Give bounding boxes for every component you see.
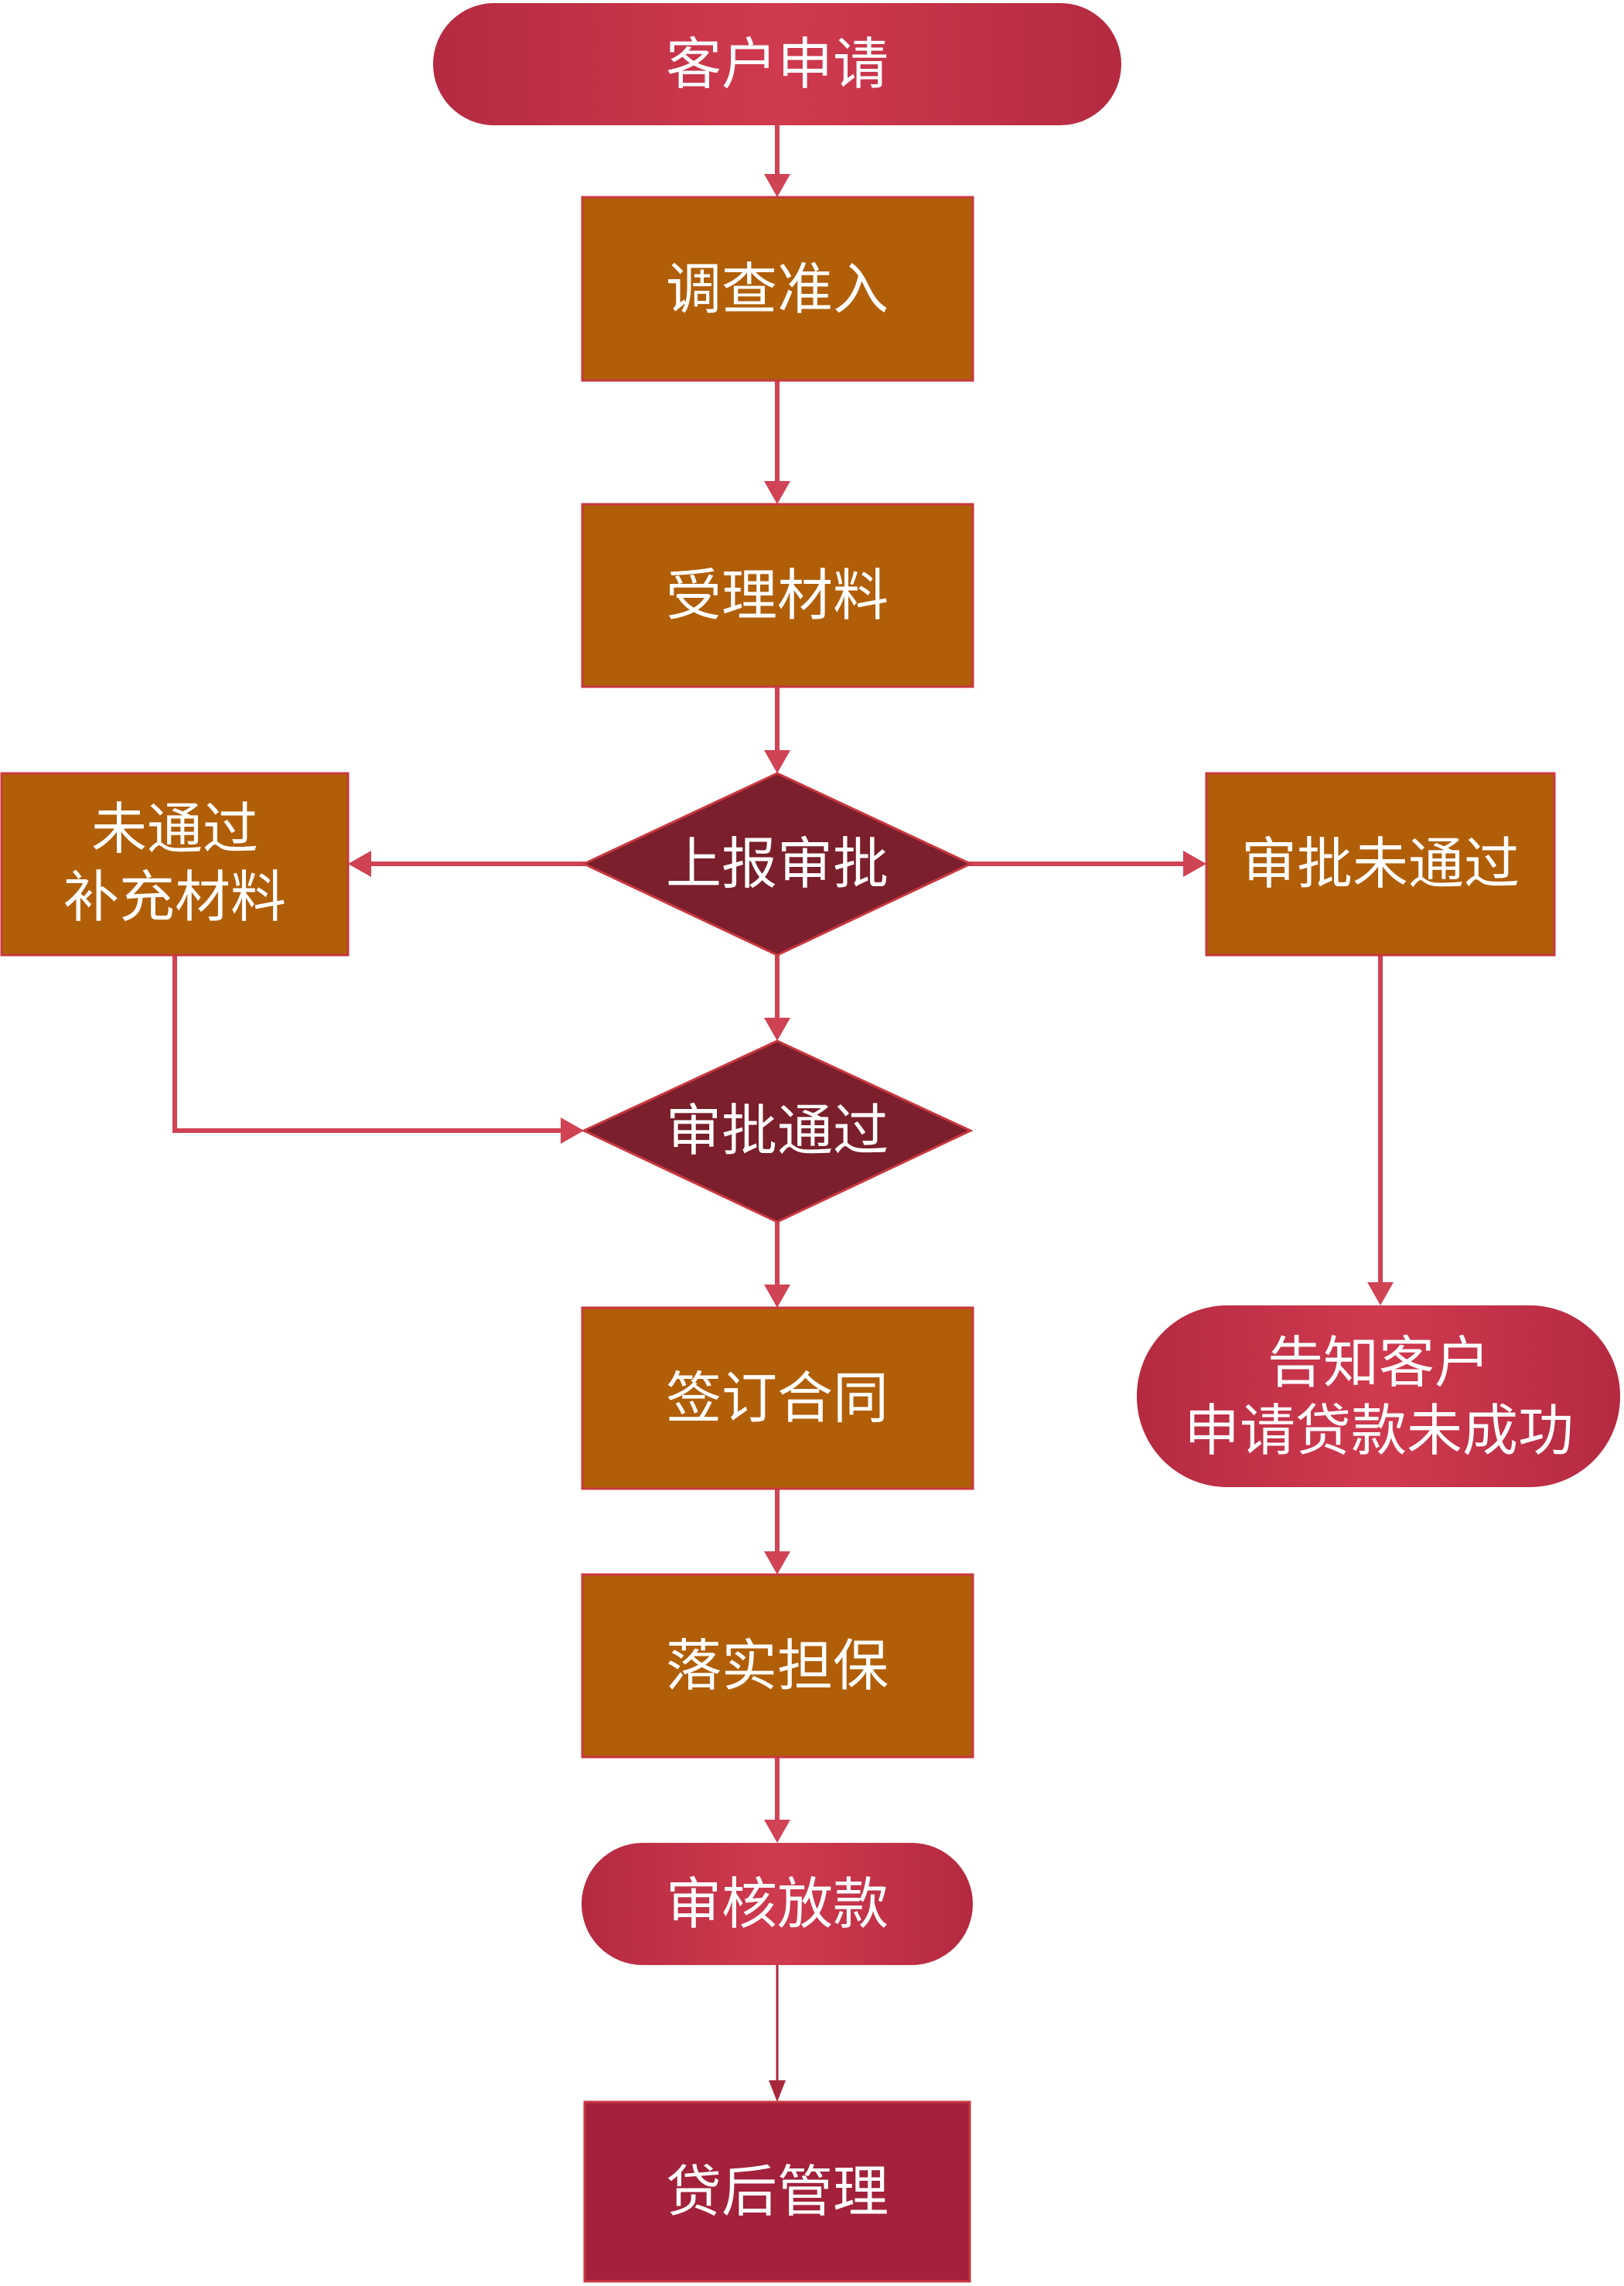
terminal-shape: [1137, 1305, 1620, 1487]
node-label: 落实担保: [666, 1633, 889, 1698]
node-label-line-2: 申请贷款未成功: [1184, 1398, 1574, 1463]
arrowhead-icon: [764, 174, 790, 197]
node-not-passed-supplement: 未通过 补充材料: [0, 772, 350, 957]
decision-shape: [581, 1039, 974, 1223]
node-label: 贷后管理: [666, 2159, 889, 2224]
node-report-approval: 上报审批: [581, 772, 974, 957]
terminal-shape: [433, 3, 1121, 125]
node-label: 审核放款: [666, 1871, 889, 1936]
arrowhead-icon: [764, 750, 790, 773]
node-accept-materials: 受理材料: [581, 503, 974, 688]
process-shape: [581, 196, 974, 382]
node-label: 签订合同: [666, 1366, 889, 1431]
process-shape: [581, 503, 974, 688]
arrowhead-icon: [1183, 851, 1206, 877]
process-shape: [0, 772, 350, 957]
node-approval-not-passed: 审批未通过: [1205, 772, 1556, 957]
arrowhead-icon: [764, 1285, 790, 1308]
arrowhead-icon: [764, 1018, 790, 1041]
arrowhead-icon: [348, 851, 371, 877]
node-label-line-1: 告知客户: [1267, 1330, 1490, 1395]
process-shape: [1205, 772, 1556, 957]
final-shape: [583, 2100, 971, 2283]
terminal-shape: [582, 1843, 973, 1965]
node-label: 审批通过: [666, 1098, 889, 1163]
node-post-loan-management: 贷后管理: [583, 2100, 971, 2283]
node-investigate-admit: 调查准入: [581, 196, 974, 382]
arrowhead-icon: [764, 1820, 790, 1843]
node-notify-customer: 告知客户 申请贷款未成功: [1137, 1305, 1620, 1487]
node-label: 上报审批: [666, 831, 889, 896]
node-review-disburse: 审核放款: [582, 1843, 973, 1965]
process-shape: [581, 1306, 974, 1490]
node-sign-contract: 签订合同: [581, 1306, 974, 1490]
connectors: [172, 125, 1394, 2102]
node-approval-passed: 审批通过: [581, 1039, 974, 1223]
decision-shape: [581, 772, 974, 957]
node-customer-apply: 客户申请: [433, 3, 1121, 125]
node-label-line-2: 补充材料: [63, 865, 286, 930]
arrowhead-icon: [769, 2080, 786, 2102]
connector-supplement-to-passed: [172, 955, 562, 1133]
node-label: 客户申请: [666, 32, 889, 97]
node-label: 审批未通过: [1241, 831, 1520, 896]
arrowhead-icon: [764, 1551, 790, 1575]
node-label: 受理材料: [666, 563, 889, 628]
arrowhead-icon: [1367, 1282, 1394, 1305]
process-shape: [581, 1573, 974, 1759]
node-label-line-1: 未通过: [91, 797, 258, 862]
node-implement-guarantee: 落实担保: [581, 1573, 974, 1759]
node-label: 调查准入: [666, 257, 889, 322]
arrowhead-icon: [764, 481, 790, 504]
arrowhead-icon: [561, 1117, 584, 1144]
